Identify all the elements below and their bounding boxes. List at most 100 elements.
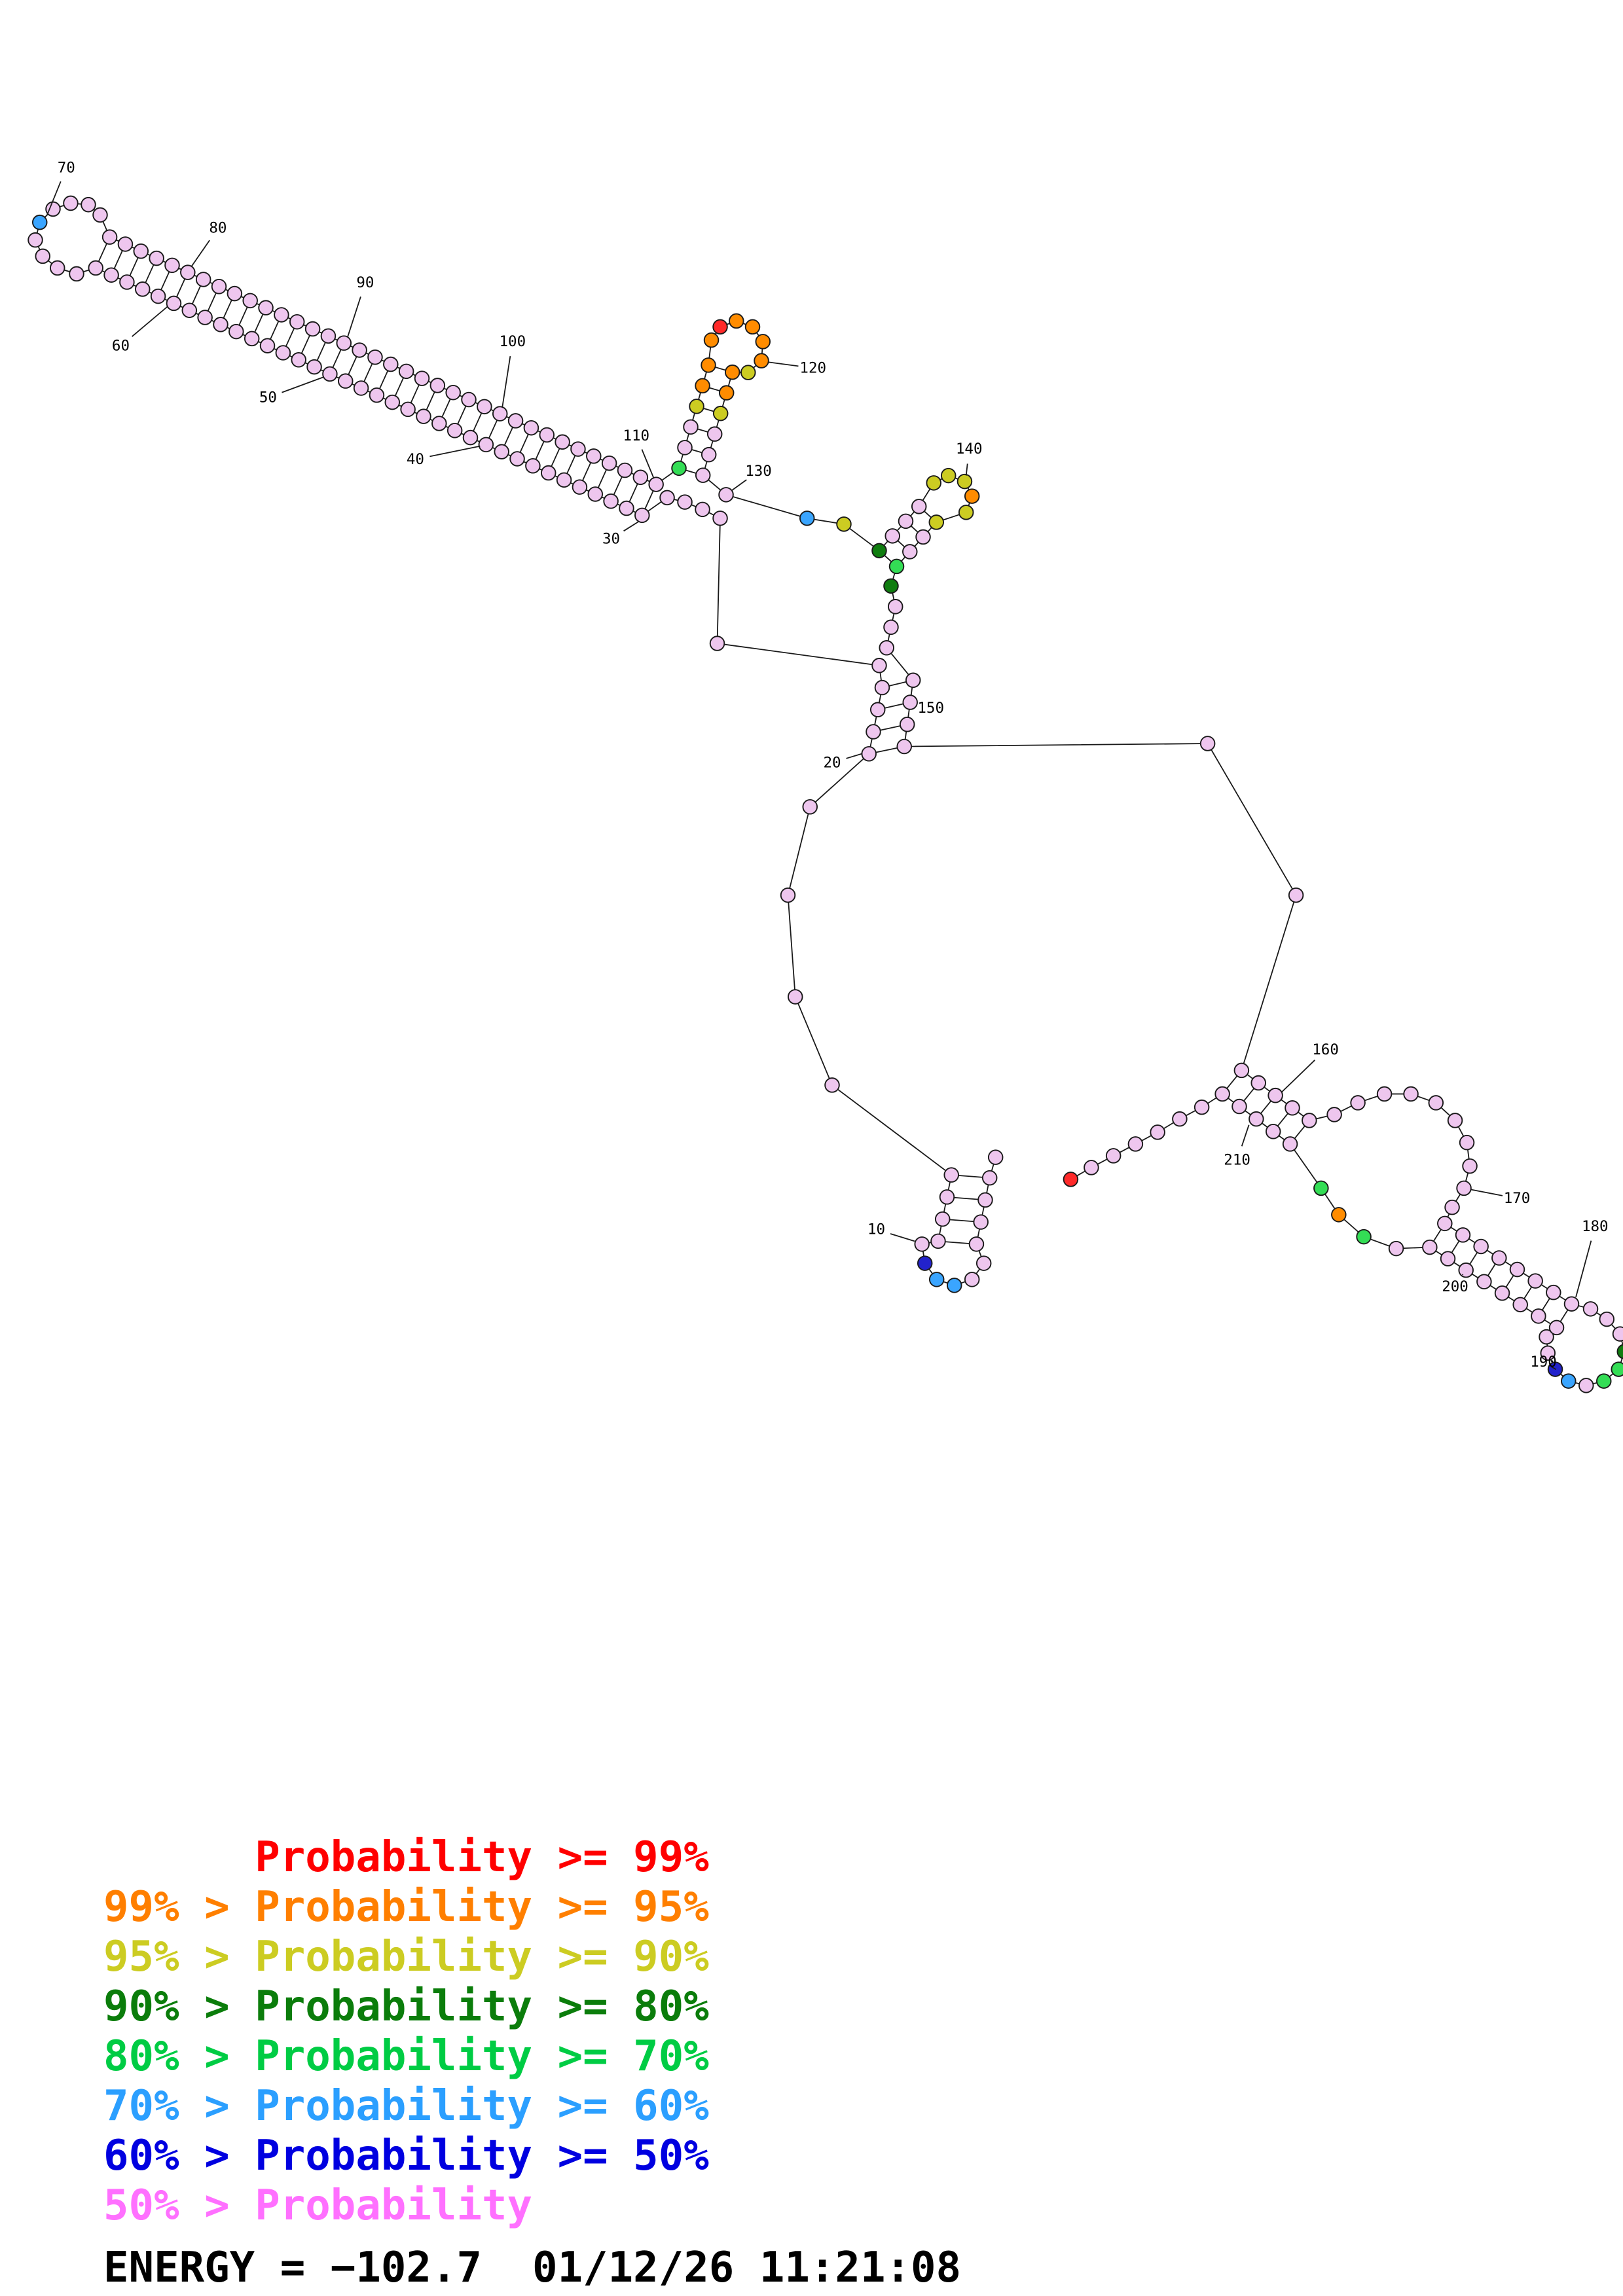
position-label-110: 110 xyxy=(623,427,649,444)
nucleotide-151 xyxy=(902,694,918,710)
nucleotide-135 xyxy=(898,513,914,529)
legend-entry-8: 50% > Probability xyxy=(103,2181,533,2230)
nucleotide-166 xyxy=(1447,1113,1463,1128)
nucleotide-138 xyxy=(940,467,957,484)
nucleotide-164 xyxy=(1403,1086,1419,1102)
nucleotide-106 xyxy=(586,448,602,464)
nucleotide-30 xyxy=(634,507,650,524)
nucleotide-184 xyxy=(1596,1373,1612,1389)
nucleotide-199 xyxy=(1356,1229,1372,1245)
nucleotide-175 xyxy=(1509,1261,1525,1278)
position-label-200: 200 xyxy=(1442,1278,1468,1295)
nucleotide-181 xyxy=(1612,1326,1623,1342)
nucleotide-206 xyxy=(1214,1086,1230,1102)
nucleotide-180 xyxy=(1599,1311,1615,1327)
nucleotide-101 xyxy=(507,413,524,429)
nucleotide-137 xyxy=(926,475,941,491)
position-label-80: 80 xyxy=(209,220,227,237)
label-tick xyxy=(641,449,655,479)
position-label-170: 170 xyxy=(1504,1190,1531,1207)
nucleotide-171 xyxy=(1437,1215,1453,1232)
nucleotide-90 xyxy=(336,335,352,351)
nucleotide-11 xyxy=(914,1236,930,1252)
nucleotide-124 xyxy=(724,364,740,380)
nucleotide-83 xyxy=(227,285,243,302)
nucleotide-9 xyxy=(928,1272,945,1287)
nucleotide-43 xyxy=(431,416,447,431)
nucleotide-23 xyxy=(874,679,890,696)
nucleotide-149 xyxy=(879,640,894,656)
nucleotide-56 xyxy=(228,323,244,340)
nucleotide-42 xyxy=(447,423,463,439)
nucleotide-79 xyxy=(164,257,180,274)
nucleotide-65 xyxy=(88,260,103,276)
nucleotide-61 xyxy=(150,288,166,304)
nucleotide-183 xyxy=(1611,1361,1623,1377)
legend-entry-2: 99% > Probability >= 95% xyxy=(103,1883,709,1931)
nucleotide-182 xyxy=(1616,1344,1623,1359)
nucleotide-169 xyxy=(1456,1180,1472,1196)
nucleotide-117 xyxy=(703,332,720,348)
nucleotide-195 xyxy=(1458,1262,1474,1278)
nucleotide-47 xyxy=(369,387,385,403)
label-tick xyxy=(501,355,511,408)
nucleotide-63 xyxy=(119,274,135,290)
nucleotide-15 xyxy=(943,1167,959,1183)
label-tick xyxy=(191,240,210,267)
label-tick xyxy=(1241,1124,1250,1147)
nucleotide-105 xyxy=(570,441,586,457)
probability-legend: Probability >= 99%99% > Probability >= 9… xyxy=(103,1833,709,2231)
position-label-60: 60 xyxy=(112,338,130,355)
nucleotide-41 xyxy=(462,429,479,446)
legend-entry-7: 60% > Probability >= 50% xyxy=(103,2132,709,2180)
nucleotide-204 xyxy=(1249,1111,1264,1127)
nucleotide-13 xyxy=(934,1211,951,1227)
nucleotide-120 xyxy=(744,319,761,335)
nucleotide-6 xyxy=(976,1255,992,1271)
nucleotide-100 xyxy=(492,406,508,422)
position-label-90: 90 xyxy=(356,274,374,291)
nucleotide-186 xyxy=(1561,1373,1577,1389)
position-label-70: 70 xyxy=(58,159,75,176)
nucleotide-99 xyxy=(477,399,492,415)
nucleotide-20 xyxy=(861,746,877,762)
nucleotide-174 xyxy=(1491,1250,1507,1266)
nucleotide-57 xyxy=(213,317,228,332)
nucleotide-77 xyxy=(133,243,149,259)
label-tick xyxy=(1281,1059,1316,1093)
nucleotide-126 xyxy=(712,405,729,422)
position-label-20: 20 xyxy=(823,754,841,771)
label-tick xyxy=(46,181,62,215)
nucleotide-92 xyxy=(367,349,383,365)
nucleotide-109 xyxy=(632,469,649,486)
energy-line: ENERGY = −102.7 01/12/26 11:21:08 xyxy=(103,2244,962,2292)
nucleotide-16 xyxy=(824,1077,840,1093)
nucleotide-51 xyxy=(306,359,322,375)
nucleotide-115 xyxy=(695,378,710,394)
nucleotide-209 xyxy=(1150,1124,1165,1140)
nucleotide-18 xyxy=(780,887,796,903)
nucleotide-17 xyxy=(788,989,803,1005)
position-label-160: 160 xyxy=(1312,1041,1339,1058)
nucleotide-27 xyxy=(695,501,710,518)
nucleotide-177 xyxy=(1546,1284,1561,1300)
nucleotide-147 xyxy=(887,599,903,615)
nucleotide-150 xyxy=(905,672,921,689)
nucleotide-54 xyxy=(259,338,276,353)
position-label-190: 190 xyxy=(1530,1354,1557,1371)
nucleotide-48 xyxy=(353,380,369,396)
nucleotide-191 xyxy=(1531,1308,1546,1324)
legend-entry-3: 95% > Probability >= 90% xyxy=(103,1933,709,1981)
nucleotide-75 xyxy=(101,229,118,245)
position-label-140: 140 xyxy=(956,440,983,457)
nucleotide-59 xyxy=(181,302,198,318)
position-label-100: 100 xyxy=(500,333,526,350)
legend-entry-1: Probability >= 99% xyxy=(103,1833,709,1882)
nucleotide-91 xyxy=(352,342,367,358)
nucleotide-35 xyxy=(556,472,572,488)
nucleotide-110 xyxy=(648,476,664,492)
nucleotide-132 xyxy=(836,516,852,532)
label-tick xyxy=(890,1233,915,1242)
nucleotide-142 xyxy=(928,514,945,530)
nucleotide-36 xyxy=(540,465,556,481)
